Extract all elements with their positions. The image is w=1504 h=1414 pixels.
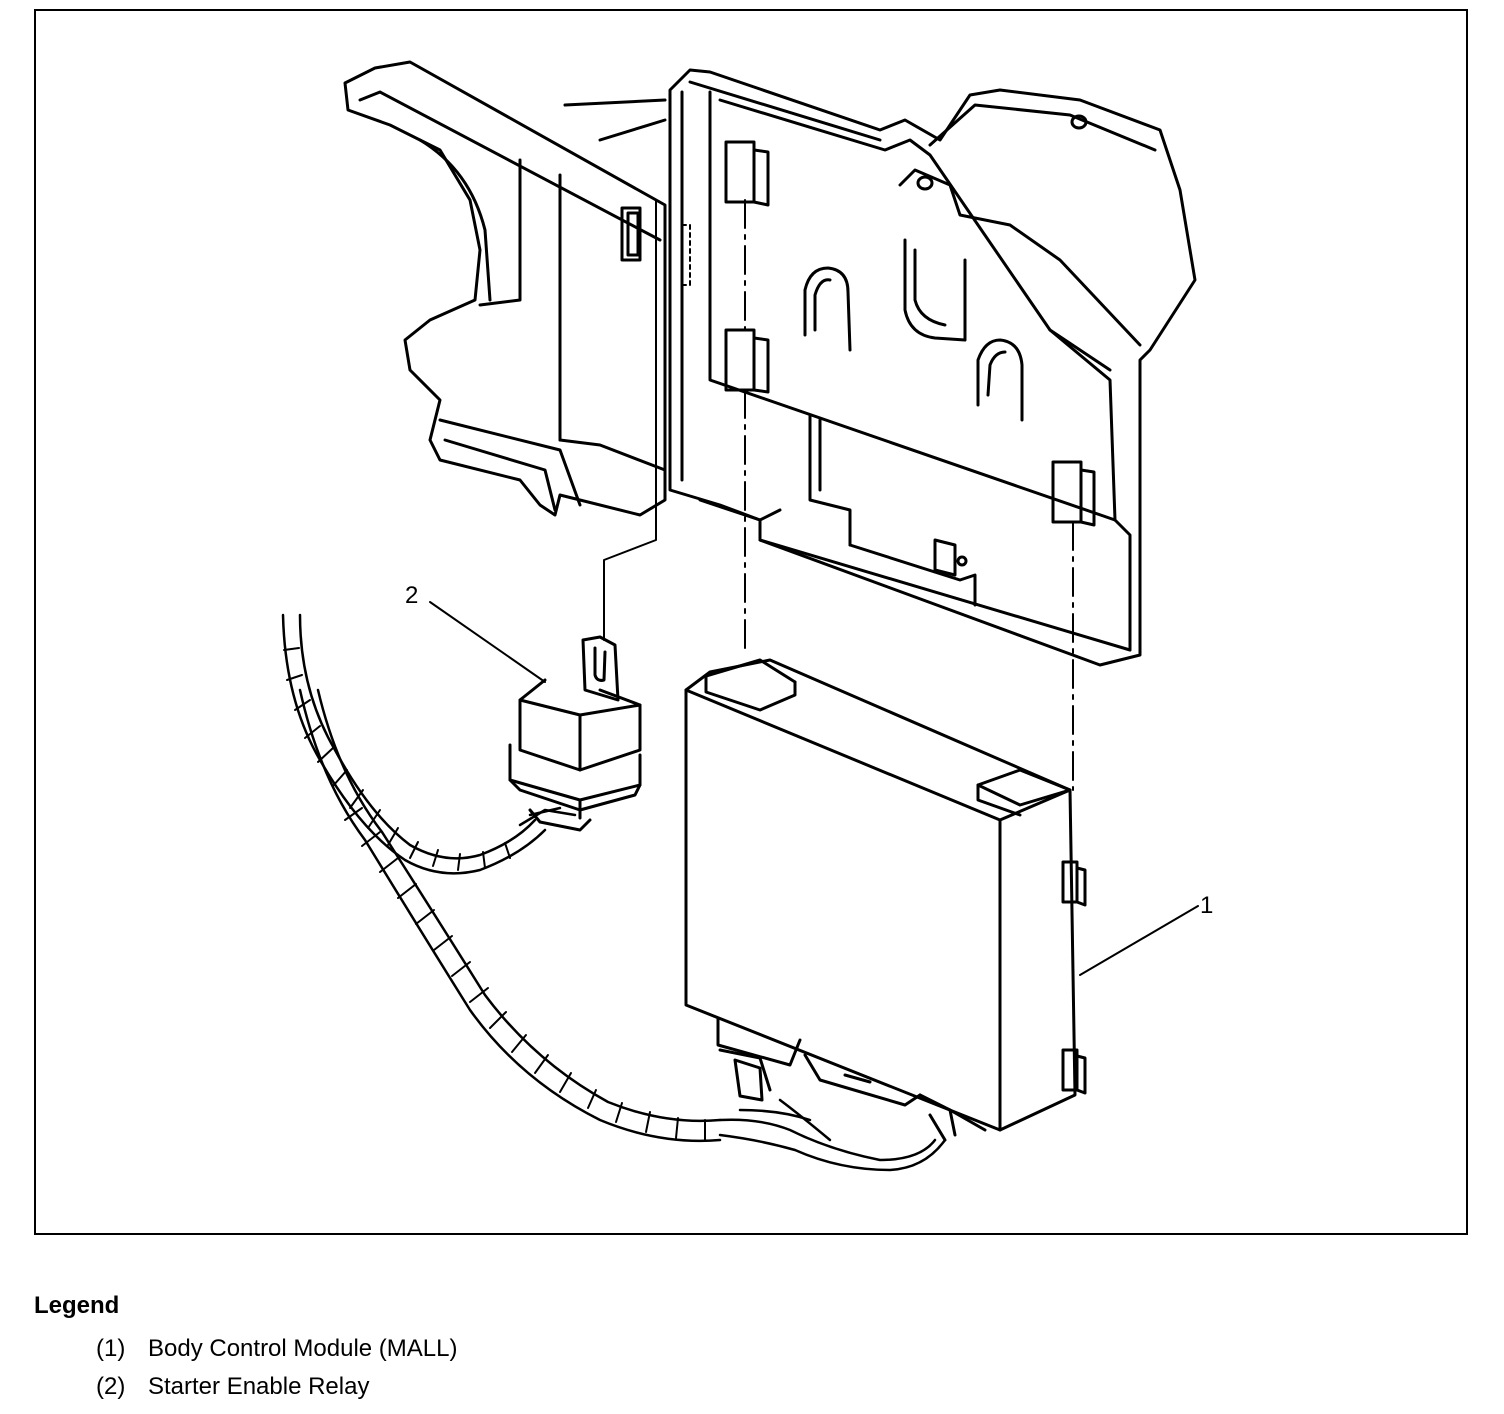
starter-enable-relay [508,635,642,832]
body-control-module [684,658,1087,1142]
legend: Legend (1) Body Control Module (MALL) (2)… [34,1292,457,1406]
wiring-harness [281,613,947,1172]
diagram-frame [34,9,1468,1235]
legend-item: (2) Starter Enable Relay [96,1368,457,1406]
legend-item: (1) Body Control Module (MALL) [96,1330,457,1368]
legend-list: (1) Body Control Module (MALL) (2) Starter… [34,1330,457,1406]
alignment-lines [603,199,1074,791]
callout-1-label: 1 [1200,892,1213,919]
legend-item-number: (2) [96,1373,126,1400]
callout-leaders [429,601,1199,976]
legend-item-text: Starter Enable Relay [148,1373,370,1400]
legend-title: Legend [34,1292,120,1319]
bracket-left-arm [343,60,691,517]
callout-1-leader [1079,905,1199,976]
callout-2-leader [429,601,546,683]
legend-item-text: Body Control Module (MALL) [148,1335,458,1362]
callout-2-label: 2 [405,582,418,609]
bracket-plate [668,68,1197,667]
legend-item-number: (1) [96,1335,126,1362]
